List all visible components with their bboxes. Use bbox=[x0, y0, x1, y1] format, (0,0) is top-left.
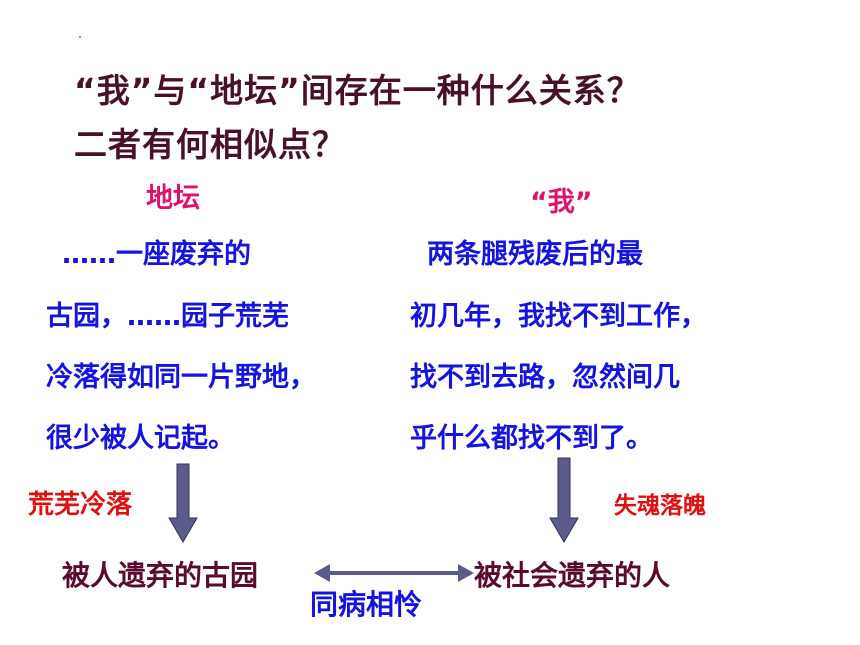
right-line-3: 找不到去路，忽然间几 bbox=[410, 362, 680, 393]
question-line-2: 二者有何相似点？ bbox=[74, 125, 346, 164]
left-line-1: ……一座废弃的 bbox=[62, 239, 251, 270]
left-heading: 地坛 bbox=[146, 183, 200, 214]
right-line-4: 乎什么都找不到了。 bbox=[410, 423, 653, 454]
relation-label: 同病相怜 bbox=[310, 588, 423, 621]
right-line-2: 初几年，我找不到工作， bbox=[410, 301, 707, 332]
right-result: 被社会遗弃的人 bbox=[474, 559, 671, 592]
right-heading: “我” bbox=[530, 187, 593, 218]
right-keyword: 失魂落魄 bbox=[614, 493, 706, 519]
left-line-2: 古园，……园子荒芜 bbox=[46, 301, 289, 332]
left-keyword: 荒芜冷落 bbox=[28, 490, 133, 520]
left-line-4: 很少被人记起。 bbox=[46, 423, 235, 454]
right-down-arrow-icon bbox=[549, 457, 579, 543]
right-line-1: 两条腿残废后的最 bbox=[427, 239, 643, 270]
question-line-1: “我”与“地坛”间存在一种什么关系？ bbox=[74, 71, 641, 110]
double-arrow-icon bbox=[314, 564, 474, 582]
left-down-arrow-icon bbox=[168, 463, 198, 543]
left-result: 被人遗弃的古园 bbox=[62, 559, 259, 592]
left-line-3: 冷落得如同一片野地， bbox=[46, 362, 316, 393]
decor-dot bbox=[79, 36, 81, 38]
